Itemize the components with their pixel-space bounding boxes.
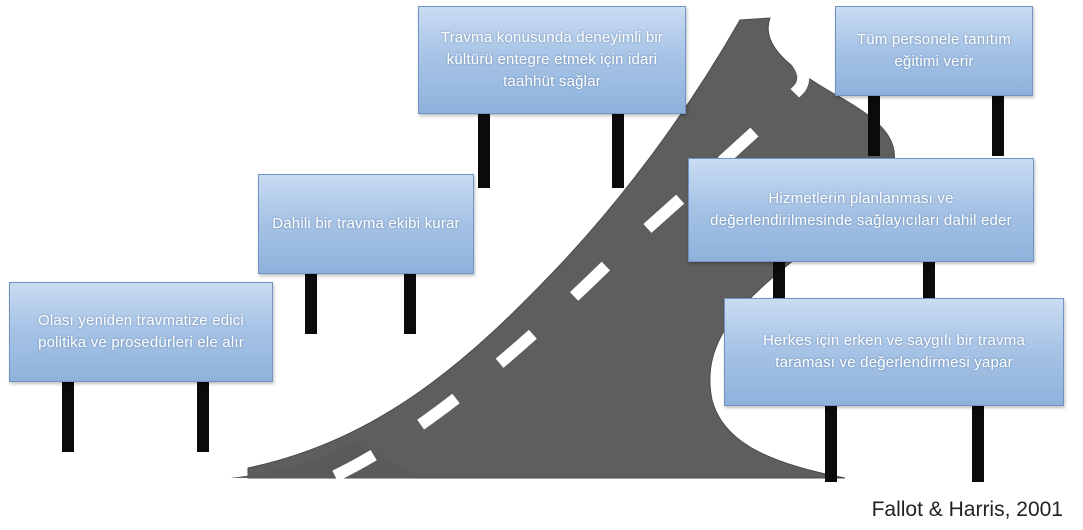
sign-post bbox=[612, 110, 624, 188]
signboard-text: Herkes için erken ve saygılı bir travma … bbox=[762, 332, 1026, 371]
sign-post bbox=[972, 402, 984, 482]
sign-post bbox=[197, 376, 209, 452]
sign-post bbox=[992, 92, 1004, 156]
signboard-text: Tüm personele tanıtım eğitimi verir bbox=[856, 31, 1012, 70]
sign-post bbox=[404, 268, 416, 334]
sign-post bbox=[305, 268, 317, 334]
sign-post bbox=[825, 402, 837, 482]
source-credit: Fallot & Harris, 2001 bbox=[871, 498, 1063, 521]
signboard-staff-training: Tüm personele tanıtım eğitimi verir bbox=[835, 6, 1033, 96]
signboard-provider-involvement: Hizmetlerin planlanması ve değerlendiril… bbox=[688, 158, 1034, 262]
signboard-text: Hizmetlerin planlanması ve değerlendiril… bbox=[710, 190, 1012, 229]
sign-post bbox=[478, 110, 490, 188]
road bbox=[247, 17, 895, 479]
road-shoulder bbox=[230, 440, 420, 478]
signboard-text: Olası yeniden travmatize edici politika … bbox=[37, 312, 245, 351]
signboard-admin-commitment: Travma konusunda deneyimli bir kültürü e… bbox=[418, 6, 686, 114]
sign-post bbox=[923, 258, 935, 302]
lane-marking bbox=[332, 20, 810, 482]
signboard-internal-team: Dahili bir travma ekibi kurar bbox=[258, 174, 474, 274]
signboard-screening-assessment: Herkes için erken ve saygılı bir travma … bbox=[724, 298, 1064, 406]
signboard-text: Travma konusunda deneyimli bir kültürü e… bbox=[440, 29, 664, 90]
sign-post bbox=[62, 376, 74, 452]
sign-post bbox=[773, 258, 785, 302]
signboard-text: Dahili bir travma ekibi kurar bbox=[272, 215, 460, 232]
signboard-policy-review: Olası yeniden travmatize edici politika … bbox=[9, 282, 273, 382]
sign-post bbox=[868, 92, 880, 156]
